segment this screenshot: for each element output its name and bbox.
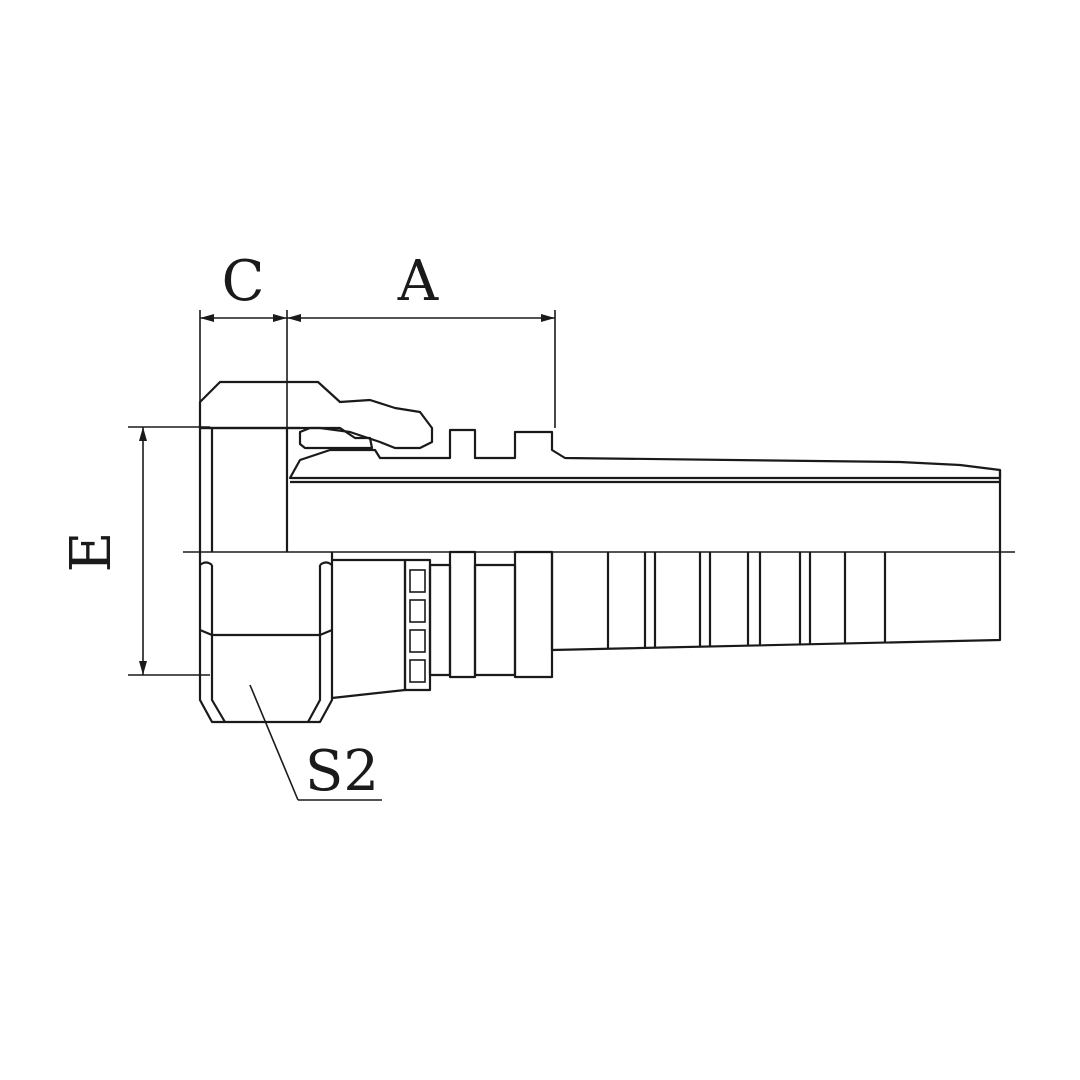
dim-label-e: E: [59, 532, 124, 573]
dim-arrow-a-left: [287, 314, 301, 322]
dim-arrow-e-bottom: [139, 661, 147, 675]
s2-leader: [249, 684, 299, 801]
nut-neck: [331, 558, 407, 700]
dim-arrow-a-right: [541, 314, 555, 322]
collar-knurl-3: [409, 629, 426, 653]
dimension-e: E: [59, 426, 210, 676]
upper-section-view: [198, 380, 1002, 552]
hex-lower-face: [210, 635, 322, 723]
lower-external-view: [198, 550, 1002, 724]
nut-section: [198, 380, 434, 450]
collar-ring: [403, 558, 432, 692]
collar-section: [298, 426, 374, 450]
dim-arrow-c-right: [273, 314, 287, 322]
dim-arrow-c-left: [200, 314, 214, 322]
s2-callout: S2: [249, 684, 382, 804]
collar-knurl-2: [409, 599, 426, 623]
dim-arrow-e-top: [139, 427, 147, 441]
stem-flange-3: [473, 563, 517, 677]
collar-knurl-1: [409, 569, 426, 593]
stem-flange-4: [513, 550, 554, 679]
hex-nut: [198, 552, 334, 724]
stem-flange-1: [428, 563, 452, 677]
dim-label-c: C: [222, 249, 265, 314]
stem-section: [288, 428, 1002, 480]
hex-arc-right: [319, 561, 333, 566]
dimension-c-a: C A: [199, 249, 556, 428]
dim-label-a: A: [397, 249, 439, 314]
s2-label: S2: [305, 739, 379, 804]
hex-arc-left: [199, 561, 213, 566]
hex-nut-flat: [199, 628, 333, 637]
barbed-stem: [550, 552, 1002, 652]
stem-flange-2: [448, 550, 477, 679]
collar-knurl-4: [409, 659, 426, 683]
